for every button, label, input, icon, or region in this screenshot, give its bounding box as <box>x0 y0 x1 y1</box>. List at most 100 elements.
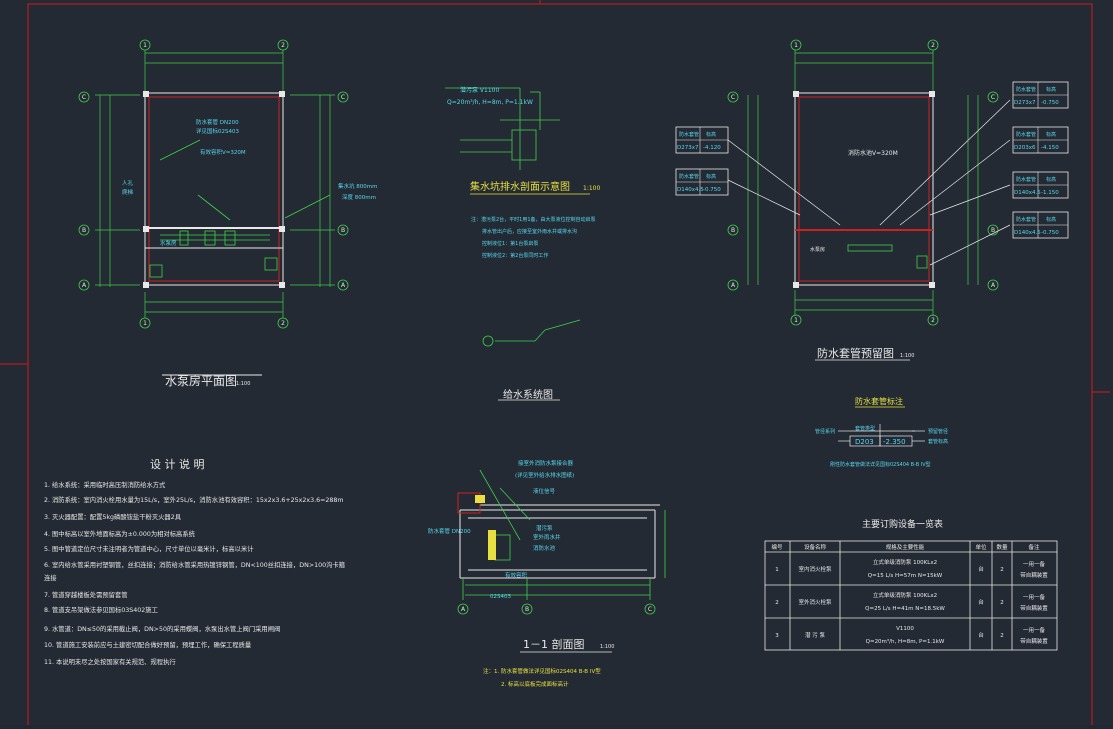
design-item-3: 4. 图中标高以室外地面标高为±0.000为相对标高系统 <box>44 529 196 538</box>
svg-text:A: A <box>461 606 466 613</box>
sec-label-6: 有效容积 <box>505 571 528 579</box>
plan1-scale: 1:100 <box>236 381 250 387</box>
tag-r2-a: 防水套管 <box>1016 176 1036 183</box>
tag-r0-b: 标高 <box>1046 86 1056 93</box>
pit-note-0: 注：潜污泵2台，平时1用1备，由大泵液位控制自动启泵 <box>471 216 596 223</box>
tag-r1-a: 防水套管 <box>1016 131 1036 138</box>
svg-text:2: 2 <box>931 317 935 324</box>
plan1-entry: 人孔 <box>122 179 134 187</box>
tag-l0-a: 防水套管 <box>679 131 699 138</box>
tag-r1-d: -4.150 <box>1041 145 1059 151</box>
table-row: 3 潜 污 泵 V1100 Q=20m³/h, H=8m, P=1.1kW 台 … <box>775 626 1048 645</box>
sec-label-1: (详见室外给水排水图纸) <box>515 471 574 479</box>
design-item-8: 8. 管道支吊架做法参见国标03S402施工 <box>44 605 158 614</box>
design-item-5: 6. 室内给水管采用衬塑钢管，丝扣连接；消防给水管采用热镀锌钢管，DN<100丝… <box>44 560 346 569</box>
row2-note2: 带自耦装置 <box>1020 637 1048 645</box>
sec-label-2: 液位信号 <box>533 487 556 495</box>
pit-model: 潜污泵 V1100 <box>460 86 499 94</box>
plan2-volume: 消防水池V=320M <box>848 149 898 157</box>
row1-spec1: 立式单级消防泵 100KLx2 <box>873 591 937 599</box>
svg-text:C: C <box>341 94 345 101</box>
tag-r1-b: 标高 <box>1046 131 1056 138</box>
design-item-9: 9. 水管道：DN≤50的采用截止阀，DN>50的采用蝶阀，水泵出水管上阀门采用… <box>44 624 280 633</box>
plan1-title: 水泵房平面图 <box>165 373 237 388</box>
legend-code: D203 <box>855 438 874 446</box>
row2-no: 3 <box>775 633 779 639</box>
row1-name: 室外消火栓泵 <box>798 598 832 606</box>
svg-text:C: C <box>731 94 735 101</box>
legend-r1c: 预留管径 <box>928 428 948 435</box>
plan1-note1: 集水坑 800mm <box>338 182 377 190</box>
table-row: 2 室外消火栓泵 立式单级消防泵 100KLx2 Q=25 L/s H=41m … <box>775 591 1048 612</box>
svg-text:1: 1 <box>794 42 798 49</box>
th-unit: 单位 <box>975 543 987 551</box>
sump-pit-section: 潜污泵 V1100 Q=20m³/h, H=8m, P=1.1kW 集水坑排水剖… <box>445 86 600 259</box>
svg-text:2: 2 <box>281 320 285 327</box>
legend-r1a: 管径系列 <box>815 428 835 435</box>
legend-title: 防水套管标注 <box>855 396 903 406</box>
plan2-pump-area: 水泵房 <box>810 246 825 253</box>
row0-no: 1 <box>775 567 779 573</box>
legend-note: 刚性防水套管做法详见国标02S404 B-B IV型 <box>830 461 931 468</box>
sec-label-0: 接室外消防水泵接合器 <box>518 459 574 467</box>
tag-l0-c: D273x7 <box>677 145 699 151</box>
row0-note1: 一用一备 <box>1023 560 1046 568</box>
row2-spec2: Q=20m³/h, H=8m, P=1.1kW <box>866 638 945 645</box>
legend-r2c: 套管标高 <box>928 438 948 445</box>
svg-text:B: B <box>341 227 345 234</box>
tag-r3-a: 防水套管 <box>1016 216 1036 223</box>
svg-text:2: 2 <box>281 42 285 49</box>
svg-text:1: 1 <box>143 320 147 327</box>
water-supply-system: 给水系统图 <box>482 319 581 401</box>
th-no: 编号 <box>771 543 783 551</box>
design-item-11: 11. 本说明未尽之处按国家有关规范、规程执行 <box>44 657 176 666</box>
row0-note2: 带自耦装置 <box>1020 571 1048 579</box>
sys-title: 给水系统图 <box>503 388 553 401</box>
tag-r2-b: 标高 <box>1046 176 1056 183</box>
row2-name: 潜 污 泵 <box>805 631 825 639</box>
svg-text:B: B <box>991 227 995 234</box>
svg-text:C: C <box>991 94 995 101</box>
row0-spec1: 立式单级消防泵 100KLx2 <box>873 558 937 566</box>
sleeve-tag-right-2: 防水套管 标高 D140x4.5 -1.150 <box>1012 171 1069 199</box>
design-notes: 设 计 说 明 1. 给水系统：采用临时高压制消防给水方式 2. 消防系统：室内… <box>44 457 346 666</box>
tag-r3-d: -0.750 <box>1041 230 1059 236</box>
row1-no: 2 <box>775 600 779 606</box>
tag-l1-c: D140x4.5 <box>677 187 704 193</box>
pit-note-3: 控制液位2：第2台泵同时工作 <box>482 252 548 259</box>
sleeve-tag-right-0: 防水套管 标高 D273x7 -0.750 <box>1012 81 1069 109</box>
svg-text:1: 1 <box>794 317 798 324</box>
tag-l1-b: 标高 <box>706 173 716 180</box>
svg-text:C: C <box>82 94 86 101</box>
th-qty: 数量 <box>996 543 1008 551</box>
sleeve-tag-left-1: 防水套管 标高 D140x4.5 -0.750 <box>675 168 729 196</box>
design-item-1: 2. 消防系统：室内消火栓用水量为15L/s，室外25L/s，消防水池有效容积：… <box>44 495 344 504</box>
th-name: 设备名称 <box>804 543 827 551</box>
design-item-2: 3. 灭火器配置：配置5kg磷酸铵盐干粉灭火器2具 <box>44 512 182 521</box>
pit-title: 集水坑排水剖面示意图 <box>470 180 570 193</box>
table-row: 1 室内消火栓泵 立式单级消防泵 100KLx2 Q=15 L/s H=57m … <box>775 558 1048 579</box>
legend-elev: -2.350 <box>883 438 906 446</box>
plan1-volume: 有效容积V=320M <box>200 148 246 156</box>
plan2-scale: 1:100 <box>900 353 914 359</box>
sec-label-4: 室外雨水井 <box>533 533 561 541</box>
tag-r0-d: -0.750 <box>1041 100 1059 106</box>
design-item-4: 5. 图中管道定位尺寸未注明者为管道中心，尺寸单位以毫米计，标高以米计 <box>44 544 254 553</box>
row2-note1: 一用一备 <box>1023 626 1046 634</box>
svg-text:A: A <box>341 282 346 289</box>
tag-l0-b: 标高 <box>706 131 716 138</box>
th-note: 备注 <box>1028 543 1040 551</box>
svg-text:A: A <box>82 282 87 289</box>
row0-unit: 台 <box>978 565 984 573</box>
tag-r2-d: -1.150 <box>1041 190 1059 196</box>
plan2-title: 防水套管预留图 <box>817 346 894 360</box>
sleeve-tag-left-0: 防水套管 标高 D273x7 -4.120 <box>675 126 729 154</box>
tag-r2-c: D140x4.5 <box>1014 190 1041 196</box>
row1-note1: 一用一备 <box>1023 593 1046 601</box>
pit-note-2: 控制液位1：第1台泵启泵 <box>482 240 538 247</box>
